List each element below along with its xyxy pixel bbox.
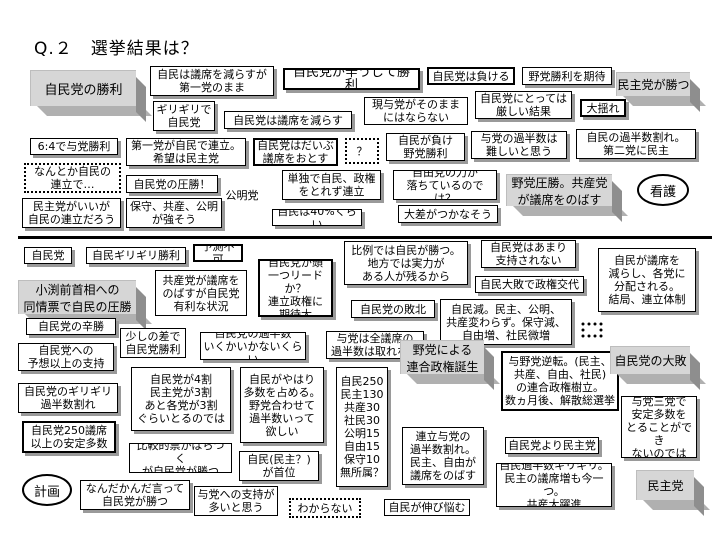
note-box: 少しの差で 自民党勝利 — [120, 328, 186, 358]
note-box: 自民党の過半数 いくかいかないくらい — [200, 332, 306, 360]
note-box: 与党三党で 安定多数を とることができ ないのでは — [621, 396, 697, 458]
note-box: わからない — [289, 498, 361, 518]
note-box: 自民ギリギリ勝利 — [86, 247, 186, 264]
note-box: 自民減。民主、公明、 共産変わらず。保守減、 自由増、社民微増 — [440, 299, 572, 345]
note-box: 自民は40%くらい — [272, 209, 362, 226]
note-box: 自民党は議席を減らす — [224, 111, 352, 129]
note-box: 自民が議席を 減らし、各党に 分配される。 結局、連立体制 — [598, 248, 696, 312]
note-box: 与野党逆転。(民主、 共産、自由、社民) の連合政権樹立。 数ヵ月後、解散総選挙 — [501, 351, 619, 411]
note-box: 自民党のギリギリ 過半数割れ — [18, 383, 118, 413]
note-box: 自民が負け 野党勝利 — [386, 133, 465, 161]
note-box: 自民党が頭 一つリードか？ 連立政権に 期待大 — [258, 259, 333, 317]
note-box: 自民250 民主130 共産30 社民30 公明15 自由15 保守10 無所属… — [336, 367, 388, 487]
ldp-win-plate: 自民党の勝利 — [30, 70, 136, 106]
note-box: 自民党は負ける — [427, 67, 515, 85]
note-box: 野党勝利を期待 — [522, 67, 612, 85]
note-box: 現与党がそのまま にはならない — [364, 97, 468, 125]
note-box: 自民党より民主党 — [505, 437, 599, 454]
note-label: 公明党 — [225, 188, 259, 202]
note-box: 6:4で与党勝利 — [30, 138, 118, 155]
note-box: 連立与党の 過半数割れ。 民主、自由が 議席をのばす — [402, 427, 484, 485]
dpj-win-plate: 民主党が勝つ — [616, 72, 690, 96]
note-box: 自民党はだいぶ 議席をおとす — [253, 138, 338, 166]
note-box: 自民党 — [24, 247, 72, 264]
note-box: 自民が伸び悩む — [384, 499, 470, 516]
note-box: 第一党が自民で連立。 希望は民主党 — [126, 138, 246, 166]
note-box: 自民党250議席 以上の安定多数 — [22, 421, 116, 453]
note-box: 大揺れ — [580, 99, 626, 117]
note-box: 自民党が4割 民主党が3割 あと各党が3割 ぐらいとるのでは — [131, 367, 231, 431]
note-box: 自民大敗で政権交代 — [475, 276, 584, 293]
note-box: 自由党の力が 落ちているのでは？ — [393, 170, 497, 200]
note-box: 比例では自民が勝つ。 地方では実力が ある人が残るから — [344, 241, 468, 285]
opposition-coalition-plate: 野党による 連合政権誕生 — [400, 340, 484, 374]
note-box: 自民党の辛勝 — [26, 318, 116, 335]
note-box: ギリギリで 自民党 — [153, 101, 215, 131]
note-box: 与党の過半数は 難しいと思う — [471, 131, 567, 159]
category-circle: 看護 — [637, 174, 689, 206]
note-box: 自民党の敗北 — [351, 300, 435, 318]
note-box: 大差がつかなそう — [398, 205, 498, 223]
note-box: 自民過半数ギリギリ。 民主の議席増も今一つ。 共産大躍進 — [496, 463, 612, 507]
note-box: 予測不可 — [193, 244, 243, 262]
note-box: 自民がやはり 多数を占める。 野党合わせて 過半数いって 欲しい — [240, 367, 324, 443]
note-box: 与党への支持が 多いと思う — [194, 486, 278, 516]
note-box: 単独で自民、政権 をとれず連立 — [282, 170, 381, 200]
section-divider — [18, 236, 712, 239]
note-box: 自民党が辛うじて勝利 — [283, 68, 420, 90]
dpj-plate: 民主党 — [636, 470, 694, 500]
note-box: 自民党の圧勝！ — [126, 175, 218, 193]
note-box: 自民党にとっては 厳しい結果 — [475, 91, 572, 119]
note-box: ？ — [345, 138, 379, 164]
note-box: 保守、共産、公明 が強そう — [126, 198, 222, 228]
note-box: 民主党がいいが 自民の連立だろう — [22, 198, 121, 228]
page-title: Q.２ 選挙結果は？ — [34, 39, 199, 59]
category-circle: 計画 — [22, 474, 72, 506]
sympathy-vote-plate: 小渕前首相への 同情票で自民の圧勝 — [18, 280, 136, 314]
note-box: 比較的票がばらつく が自民党が勝つ — [129, 443, 232, 473]
note-box: なんだかんだ言って 自民党が勝つ — [80, 480, 190, 510]
note-box: 自民党への 予想以上の支持 — [18, 343, 114, 371]
note-box: 自民(民主？) が首位 — [239, 451, 319, 481]
note-box: 自民は議席を減らすが 第一党のまま — [150, 66, 274, 96]
note-box: 自民党はあまり 支持されない — [481, 240, 576, 268]
dot-cluster-icon — [581, 322, 603, 338]
ldp-defeat-plate: 自民党の大敗 — [610, 346, 690, 374]
opposition-landslide-plate: 野党圧勝。共産党 が議席をのばす — [506, 174, 612, 207]
note-box: 自民の過半数割れ。 第二党に民主 — [576, 129, 696, 159]
note-box: 共産党が議席を のばすが自民党 有利な状況 — [155, 270, 247, 316]
note-box: なんとか自民の 連立で… — [24, 163, 121, 193]
